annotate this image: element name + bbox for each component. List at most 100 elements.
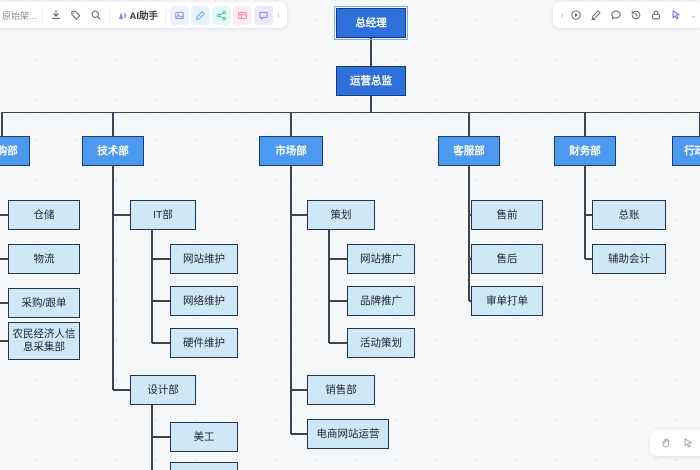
pointer-icon[interactable] (678, 433, 698, 453)
canvas-mini-control (650, 430, 700, 456)
org-node-label: 审单打单 (486, 294, 528, 307)
connector-line (113, 214, 130, 216)
connector-line (291, 214, 307, 216)
connector-line (370, 96, 372, 112)
org-node[interactable]: 运营总监 (336, 66, 406, 96)
org-node[interactable]: 网络维护 (170, 286, 238, 316)
connector-line (329, 258, 347, 260)
org-node[interactable] (170, 462, 238, 470)
connector-line (329, 342, 347, 344)
org-node[interactable]: 客服部 (438, 136, 500, 166)
org-node[interactable]: 电商网站运营 (307, 419, 389, 449)
org-node-label: 采购/跟单 (21, 296, 67, 309)
org-node[interactable]: 行政部 (672, 136, 700, 166)
share-tool-chip[interactable] (212, 5, 232, 25)
hand-icon[interactable] (656, 433, 676, 453)
connector-line (469, 300, 471, 302)
connector-line (291, 389, 307, 391)
org-node-label: 销售部 (325, 383, 357, 396)
org-node-label: 仓储 (33, 208, 55, 221)
connector-line (290, 166, 292, 434)
toolbar-divider-3 (165, 8, 167, 22)
tag-icon[interactable] (66, 5, 86, 25)
ai-assistant-button[interactable]: AI助手 (113, 5, 163, 25)
org-node[interactable]: 采购部 (0, 136, 30, 166)
org-node-label: 活动策划 (360, 336, 402, 349)
toolbar-more-caret[interactable]: ⌄ (689, 9, 697, 20)
table-tool-chip[interactable] (233, 5, 253, 25)
org-node[interactable]: 设计部 (130, 375, 196, 405)
org-node-label: 辅助会计 (608, 252, 650, 265)
paint-icon[interactable] (586, 5, 606, 25)
org-node-label: 采购部 (0, 144, 18, 157)
connector-line (0, 302, 8, 304)
org-node-label: 行政部 (684, 144, 700, 157)
toolbar-collapse-caret[interactable]: › (560, 10, 564, 20)
org-node[interactable]: 市场部 (259, 136, 323, 166)
org-node-label: 设计部 (147, 383, 179, 396)
connector-line (0, 258, 8, 260)
history-icon[interactable] (626, 5, 646, 25)
org-node[interactable]: 农民经济人信息采集部 (8, 322, 80, 360)
connector-line (112, 112, 114, 136)
connector-line (290, 112, 292, 136)
org-node[interactable]: 物流 (8, 244, 80, 274)
toolbar-divider-2 (108, 8, 110, 22)
org-node-label: 运营总监 (350, 74, 392, 87)
org-node[interactable]: 总账 (592, 200, 666, 230)
export-icon[interactable] (46, 5, 66, 25)
connector-line (152, 342, 170, 344)
org-node-label: 技术部 (97, 144, 129, 157)
org-node-label: 总经理 (355, 16, 387, 29)
org-node[interactable]: 策划 (307, 200, 375, 230)
org-node[interactable]: 售后 (471, 244, 543, 274)
toolbar-overflow-caret[interactable]: ‹ (277, 10, 281, 20)
org-node-label: 硬件维护 (183, 336, 225, 349)
connector-line (151, 230, 153, 343)
connector-line (468, 112, 470, 136)
connector-line (585, 214, 592, 216)
search-icon[interactable] (86, 5, 106, 25)
org-node[interactable]: 硬件维护 (170, 328, 238, 358)
org-node-label: 网站推广 (360, 252, 402, 265)
org-node-label: 品牌推广 (360, 294, 402, 307)
org-node[interactable]: 网站推广 (347, 244, 415, 274)
connector-line (151, 405, 153, 470)
org-node[interactable]: 审单打单 (471, 286, 543, 316)
org-node[interactable]: 财务部 (554, 136, 616, 166)
org-node[interactable]: 仓储 (8, 200, 80, 230)
connector-line (468, 166, 470, 301)
org-node[interactable]: 网站维护 (170, 244, 238, 274)
org-node-label: 售后 (496, 252, 518, 265)
connector-line (329, 300, 347, 302)
org-node[interactable]: 采购/跟单 (8, 288, 80, 318)
org-node-label: 农民经济人信息采集部 (12, 328, 76, 353)
lock-icon[interactable] (646, 5, 666, 25)
org-node[interactable]: IT部 (130, 200, 196, 230)
org-node[interactable]: 品牌推广 (347, 286, 415, 316)
org-node-label: 电商网站运营 (316, 427, 380, 440)
present-icon[interactable] (566, 5, 586, 25)
connector-line (469, 214, 471, 216)
org-node[interactable]: 售前 (471, 200, 543, 230)
org-node[interactable]: 销售部 (307, 375, 375, 405)
org-node[interactable]: 辅助会计 (592, 244, 666, 274)
org-node[interactable]: 美工 (170, 422, 238, 452)
connector-line (152, 436, 170, 438)
connector-line (469, 258, 471, 260)
org-node-label: 物流 (33, 252, 55, 265)
comment-tool-chip[interactable] (254, 5, 274, 25)
connector-line (112, 166, 114, 390)
image-tool-chip[interactable] (170, 5, 190, 25)
org-node[interactable]: 总经理 (334, 6, 408, 40)
org-node[interactable]: 活动策划 (347, 328, 415, 358)
connector-line (2, 112, 700, 114)
top-toolbar: 原始架... AI助手 (0, 2, 288, 28)
connector-line (584, 166, 586, 259)
pen-tool-chip[interactable] (191, 5, 211, 25)
comment-bubble-icon[interactable] (606, 5, 626, 25)
cursor-select-icon[interactable] (666, 5, 686, 25)
org-node[interactable]: 技术部 (82, 136, 144, 166)
